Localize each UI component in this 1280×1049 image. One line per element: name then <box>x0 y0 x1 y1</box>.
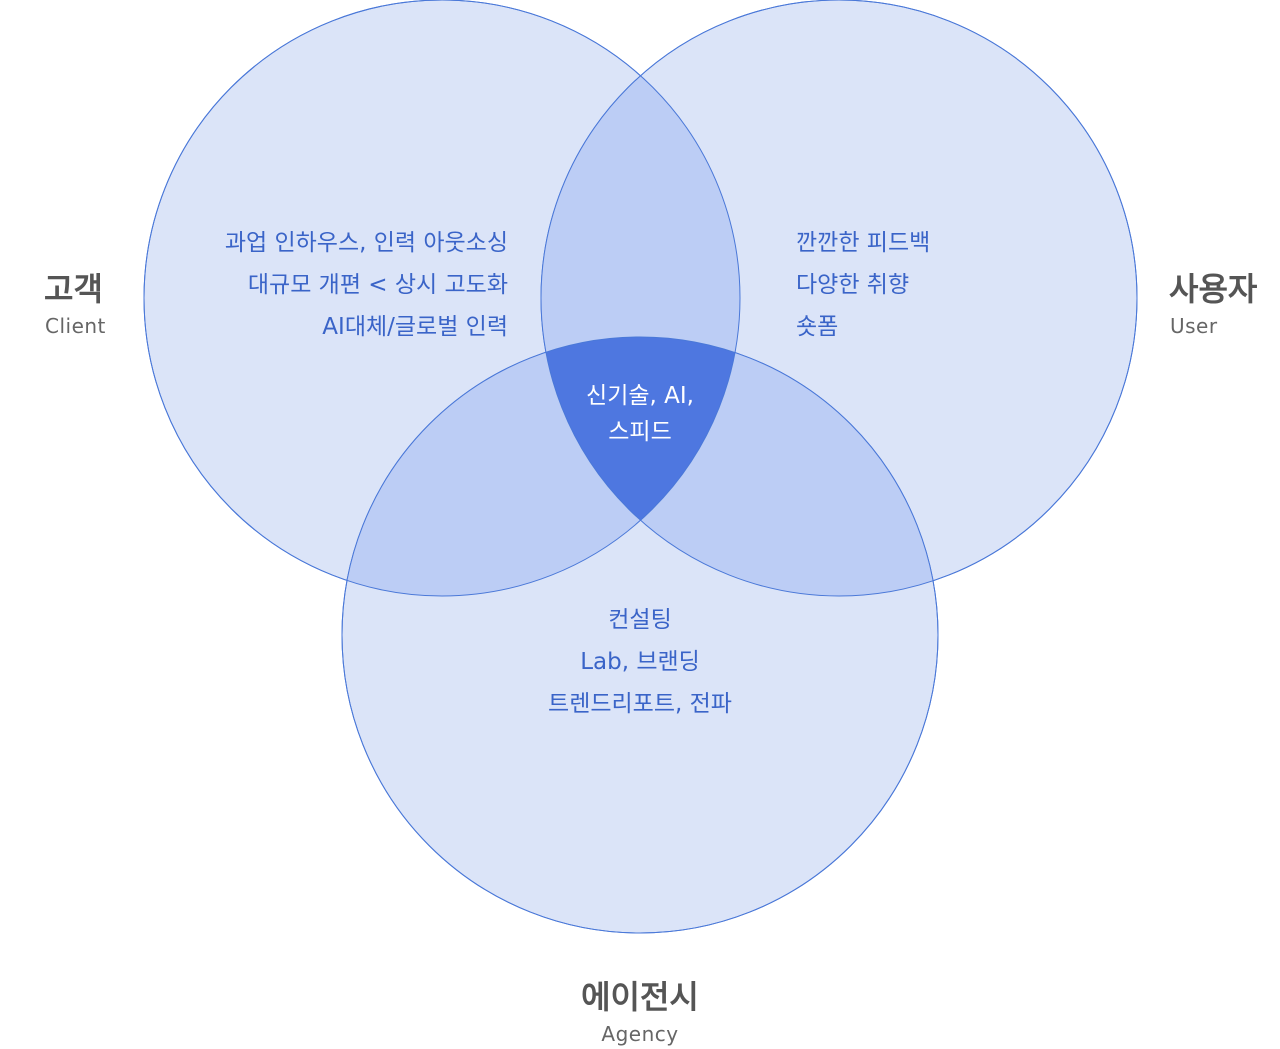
client-subtitle: Client <box>45 314 106 338</box>
user-title: 사용자 <box>1169 270 1258 308</box>
center-region-text: 신기술, AI, 스피드 <box>540 378 740 450</box>
agency-region-text: 컨설팅 Lab, 브랜딩 트렌드리포트, 전파 <box>440 599 840 725</box>
client-item: 과업 인하우스, 인력 아웃소싱 <box>224 230 508 256</box>
user-item: 깐깐한 피드백 <box>796 230 931 256</box>
overlap-client-agency <box>342 337 740 596</box>
client-item: 대규모 개편 < 상시 고도화 <box>247 272 508 298</box>
agency-item: 컨설팅 <box>608 607 672 633</box>
client-region-text: 과업 인하우스, 인력 아웃소싱 대규모 개편 < 상시 고도화 AI대체/글로… <box>225 222 508 348</box>
center-item: 스피드 <box>608 419 672 445</box>
user-item: 다양한 취향 <box>796 272 910 298</box>
outline-client <box>143 0 741 597</box>
agency-item: Lab, 브랜딩 <box>580 649 700 675</box>
overlap-user-agency <box>541 337 938 596</box>
user-subtitle: User <box>1170 314 1218 338</box>
client-item: AI대체/글로벌 인력 <box>322 314 508 340</box>
agency-item: 트렌드리포트, 전파 <box>548 691 732 717</box>
center-item: 신기술, AI, <box>586 383 694 409</box>
user-item: 숏폼 <box>796 314 839 340</box>
client-title: 고객 <box>44 270 103 308</box>
outline-agency <box>341 336 939 934</box>
outline-user <box>540 0 1138 597</box>
agency-subtitle: Agency <box>601 1022 679 1046</box>
agency-title: 에이전시 <box>581 978 699 1016</box>
user-region-text: 깐깐한 피드백 다양한 취향 숏폼 <box>796 222 930 348</box>
